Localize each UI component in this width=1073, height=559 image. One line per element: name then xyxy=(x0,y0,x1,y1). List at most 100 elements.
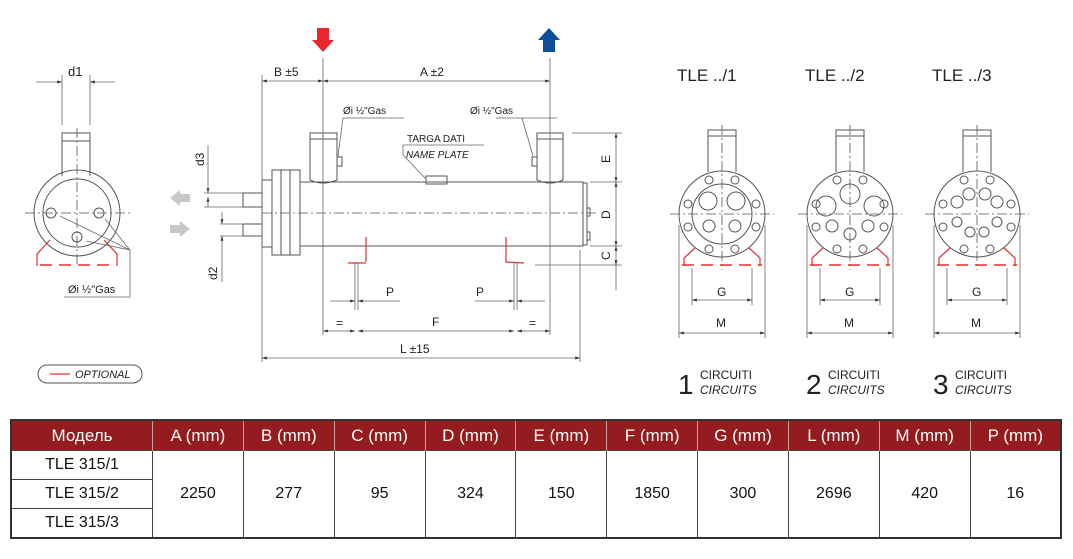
circuit-count: 2 xyxy=(806,369,822,400)
equal-left: = xyxy=(336,316,343,330)
header-l: L (mm) xyxy=(788,420,880,451)
g-dimension: G xyxy=(845,285,854,299)
circuit-hole xyxy=(861,219,875,233)
bolt-hole xyxy=(985,175,995,185)
bolt-hole xyxy=(832,175,842,185)
gas-label-right: Øi ½"Gas xyxy=(470,106,513,117)
technical-drawing: d1 Øi ½"Gas d3 d2 OPTIONAL xyxy=(25,28,1029,400)
table-row: TLE 315/1 2250 277 95 324 150 1850 300 2… xyxy=(10,450,1062,539)
optional-label: OPTIONAL xyxy=(75,369,131,381)
circuit-hole xyxy=(978,226,990,238)
name-plate-en: NAME PLATE xyxy=(406,150,469,161)
bolt-hole xyxy=(985,244,995,254)
circuit-hole xyxy=(815,195,837,217)
m-dimension: M xyxy=(844,316,854,330)
circuit-hole xyxy=(950,195,964,209)
d2-label: d2 xyxy=(206,266,220,280)
f-dimension: F xyxy=(432,315,439,329)
bolt-hole xyxy=(683,222,693,232)
circuit-label-en: CIRCUITS xyxy=(955,383,1012,397)
circuit-label-it: CIRCUITI xyxy=(955,368,1007,382)
header-g: G (mm) xyxy=(697,420,789,451)
b-dimension: B ±5 xyxy=(274,65,299,79)
side-view: B ±5 A ±2 L ±15 F = = P P E D C Øi ½"Gas… xyxy=(242,28,622,362)
c-dimension: C xyxy=(599,251,613,260)
bolt-hole xyxy=(959,175,969,185)
dimensions-table: Модель A (mm) B (mm) C (mm) D (mm) E (mm… xyxy=(10,419,1062,539)
equal-right: = xyxy=(529,316,536,330)
bolt-hole xyxy=(730,175,740,185)
value-l: 2696 xyxy=(787,450,880,539)
header-d: D (mm) xyxy=(425,420,517,451)
m-dimension: M xyxy=(971,316,981,330)
variant-title: TLE ../3 xyxy=(932,66,992,85)
bolt-hole xyxy=(1006,199,1016,209)
d-dimension: D xyxy=(599,210,613,219)
header-m: M (mm) xyxy=(879,420,971,451)
outlet-arrow-icon xyxy=(170,190,190,206)
header-model: Модель xyxy=(11,420,153,451)
cold-outlet-arrow-icon xyxy=(538,28,560,52)
value-g: 300 xyxy=(697,450,789,539)
circuit-hole xyxy=(726,191,746,211)
bolt-hole xyxy=(751,199,761,209)
value-e: 150 xyxy=(515,450,608,539)
bolt-hole xyxy=(959,244,969,254)
bolt-hole xyxy=(832,244,842,254)
bolt-hole xyxy=(704,175,714,185)
header-f: F (mm) xyxy=(606,420,699,451)
name-plate-it: TARGA DATI xyxy=(407,134,465,145)
table-header-row: Модель A (mm) B (mm) C (mm) D (mm) E (mm… xyxy=(11,420,1062,451)
bolt-hole xyxy=(811,222,821,232)
header-a: A (mm) xyxy=(152,420,244,451)
gas-label: Øi ½"Gas xyxy=(68,284,116,296)
value-c: 95 xyxy=(333,450,426,539)
circuit-hole xyxy=(702,219,716,233)
circuit-label-it: CIRCUITI xyxy=(700,368,752,382)
value-b: 277 xyxy=(242,450,335,539)
header-p: P (mm) xyxy=(970,420,1062,451)
gas-label-left: Øi ½"Gas xyxy=(343,106,386,117)
bolt-hole xyxy=(704,244,714,254)
circuit-count: 1 xyxy=(678,369,694,400)
bolt-hole xyxy=(751,222,761,232)
circuit-hole xyxy=(978,187,992,201)
bolt-hole xyxy=(879,222,889,232)
circuit-count: 3 xyxy=(933,369,949,400)
variant-title: TLE ../2 xyxy=(805,66,865,85)
p-dimension-right: P xyxy=(476,285,484,299)
value-d: 324 xyxy=(424,450,517,539)
circuit-hole xyxy=(825,219,839,233)
circuit-hole xyxy=(990,195,1004,209)
p-dimension-left: P xyxy=(386,285,394,299)
circuit-hole xyxy=(839,183,861,205)
g-dimension: G xyxy=(717,285,726,299)
optional-legend: OPTIONAL xyxy=(37,364,143,384)
model-cell: TLE 315/1 xyxy=(10,450,153,480)
variant-title: TLE ../1 xyxy=(677,66,737,85)
d3-label: d3 xyxy=(193,152,207,166)
l-dimension: L ±15 xyxy=(400,342,430,356)
header-e: E (mm) xyxy=(515,420,608,451)
value-m: 420 xyxy=(878,450,971,539)
circuit-hole xyxy=(964,226,976,238)
table-row: TLE 315/2 xyxy=(10,479,1061,509)
circuit-hole xyxy=(863,195,885,217)
g-dimension: G xyxy=(972,285,981,299)
end-view: d1 Øi ½"Gas d3 d2 xyxy=(25,64,243,298)
circuit-hole xyxy=(951,216,963,228)
bolt-hole xyxy=(938,222,948,232)
e-dimension: E xyxy=(599,155,613,163)
bolt-hole xyxy=(1006,222,1016,232)
bolt-hole xyxy=(858,175,868,185)
value-f: 1850 xyxy=(606,450,699,539)
inlet-arrow-icon xyxy=(170,221,190,237)
bolt-hole xyxy=(938,199,948,209)
model-cell: TLE 315/2 xyxy=(10,479,153,509)
bolt-hole xyxy=(683,199,693,209)
model-cell: TLE 315/3 xyxy=(10,508,153,539)
